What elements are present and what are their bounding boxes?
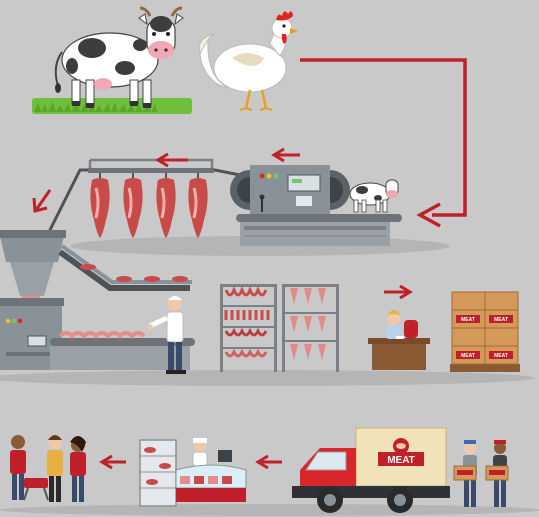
box-label: MEAT	[461, 317, 475, 323]
rooster-icon	[199, 11, 298, 110]
sausage-rack-icon	[220, 284, 339, 372]
box-label: MEAT	[494, 353, 508, 359]
delivery-truck-icon: MEAT	[292, 428, 450, 513]
small-cow-icon	[350, 180, 398, 212]
hanging-carcass-icon	[123, 173, 142, 238]
loaders-icon	[454, 440, 508, 507]
box-label: MEAT	[461, 353, 475, 359]
hanging-carcass-icon	[188, 173, 207, 238]
hanging-carcass-icon	[90, 173, 109, 238]
distribution-row: MEAT	[0, 428, 539, 516]
truck-label: MEAT	[387, 455, 415, 466]
cow-icon	[32, 8, 192, 114]
office-worker-icon	[368, 310, 430, 370]
slaughter-line	[30, 149, 450, 270]
box-label: MEAT	[494, 317, 508, 323]
hanging-carcass-icon	[156, 173, 175, 238]
shop-counter-icon	[140, 438, 246, 506]
customers-icon	[10, 435, 86, 502]
boxed-meat-icon: MEAT MEAT MEAT MEAT	[450, 292, 520, 372]
